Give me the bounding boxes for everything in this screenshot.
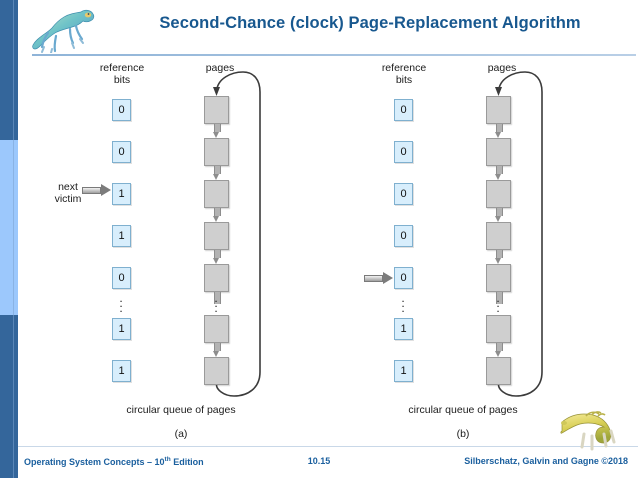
slide-side-rail: [0, 0, 18, 478]
queue-link-arrow-icon: [213, 250, 221, 264]
clock-hand-arrow-icon: [364, 272, 393, 284]
title-divider: [32, 54, 636, 56]
panel-a: reference bits pages 0 0 1 1 0 1 1 ... n…: [36, 56, 326, 446]
next-victim-label: next victim: [54, 181, 82, 205]
dinosaur-logo-icon: [560, 411, 616, 451]
queue-link-arrow-icon: [213, 208, 221, 222]
column-header-reference-bits: reference bits: [99, 62, 145, 86]
reference-bit-cell: 0: [112, 99, 131, 121]
rail-hairline: [13, 0, 14, 478]
page-frame: [204, 222, 229, 250]
reference-bit-cell: 0: [394, 99, 413, 121]
reference-bit-cell: 1: [112, 318, 131, 340]
page-frame: [204, 357, 229, 385]
page-title: Second-Chance (clock) Page-Replacement A…: [159, 14, 581, 32]
page-frame: [486, 264, 511, 292]
queue-link-arrow-icon: [213, 343, 221, 357]
page-frame: [204, 96, 229, 124]
panel-b: reference bits pages 0 0 0 0 0 1 1 ...: [318, 56, 608, 446]
panel-caption-queue: circular queue of pages: [408, 404, 518, 416]
queue-link-arrow-icon: [495, 250, 503, 264]
footer-course-title: Operating System Concepts – 10th Edition: [24, 456, 204, 467]
column-header-pages: pages: [205, 62, 235, 74]
next-victim-arrow-icon: [82, 184, 111, 196]
reference-bits-ellipsis: ...: [401, 291, 405, 315]
reference-bit-cell: 0: [394, 267, 413, 289]
circular-queue-loop-icon: [495, 71, 543, 397]
page-frame: [486, 180, 511, 208]
page-frame: [486, 357, 511, 385]
page-frame: [204, 264, 229, 292]
page-frame: [486, 222, 511, 250]
page-frame: [204, 315, 229, 343]
page-frames-ellipsis: ...: [214, 291, 218, 315]
reference-bit-cell: 1: [112, 225, 131, 247]
page-frames-ellipsis: ...: [496, 291, 500, 315]
slide-footer: Operating System Concepts – 10th Edition…: [0, 411, 638, 478]
column-header-reference-bits: reference bits: [381, 62, 427, 86]
circular-queue-loop-icon: [213, 71, 261, 397]
footer-page-number: 10.15: [307, 456, 331, 466]
dinosaur-logo-icon: [32, 9, 95, 53]
reference-bit-cell: 0: [394, 141, 413, 163]
footer-attribution: Silberschatz, Galvin and Gagne ©2018: [464, 456, 628, 466]
reference-bit-cell: 0: [112, 267, 131, 289]
slide-header: Second-Chance (clock) Page-Replacement A…: [18, 0, 638, 56]
queue-link-arrow-icon: [495, 166, 503, 180]
page-frame: [486, 315, 511, 343]
page-frame: [486, 138, 511, 166]
queue-link-arrow-icon: [495, 124, 503, 138]
reference-bit-cell: 0: [394, 183, 413, 205]
figure-second-chance-clock: reference bits pages 0 0 1 1 0 1 1 ... n…: [18, 56, 638, 446]
reference-bit-cell: 1: [112, 360, 131, 382]
panel-letter: (a): [174, 428, 188, 440]
page-frame: [204, 138, 229, 166]
rail-segment-middle: [0, 140, 18, 315]
panel-caption-queue: circular queue of pages: [126, 404, 236, 416]
column-header-pages: pages: [487, 62, 517, 74]
page-frame: [204, 180, 229, 208]
reference-bits-ellipsis: ...: [119, 291, 123, 315]
reference-bit-cell: 1: [394, 360, 413, 382]
reference-bit-cell: 1: [394, 318, 413, 340]
queue-link-arrow-icon: [213, 124, 221, 138]
reference-bit-cell: 0: [394, 225, 413, 247]
reference-bit-cell: 0: [112, 141, 131, 163]
queue-link-arrow-icon: [213, 166, 221, 180]
queue-link-arrow-icon: [495, 208, 503, 222]
footer-divider: [18, 446, 638, 447]
panel-letter: (b): [456, 428, 470, 440]
reference-bit-cell: 1: [112, 183, 131, 205]
queue-link-arrow-icon: [495, 343, 503, 357]
rail-segment-top: [0, 0, 18, 140]
page-frame: [486, 96, 511, 124]
